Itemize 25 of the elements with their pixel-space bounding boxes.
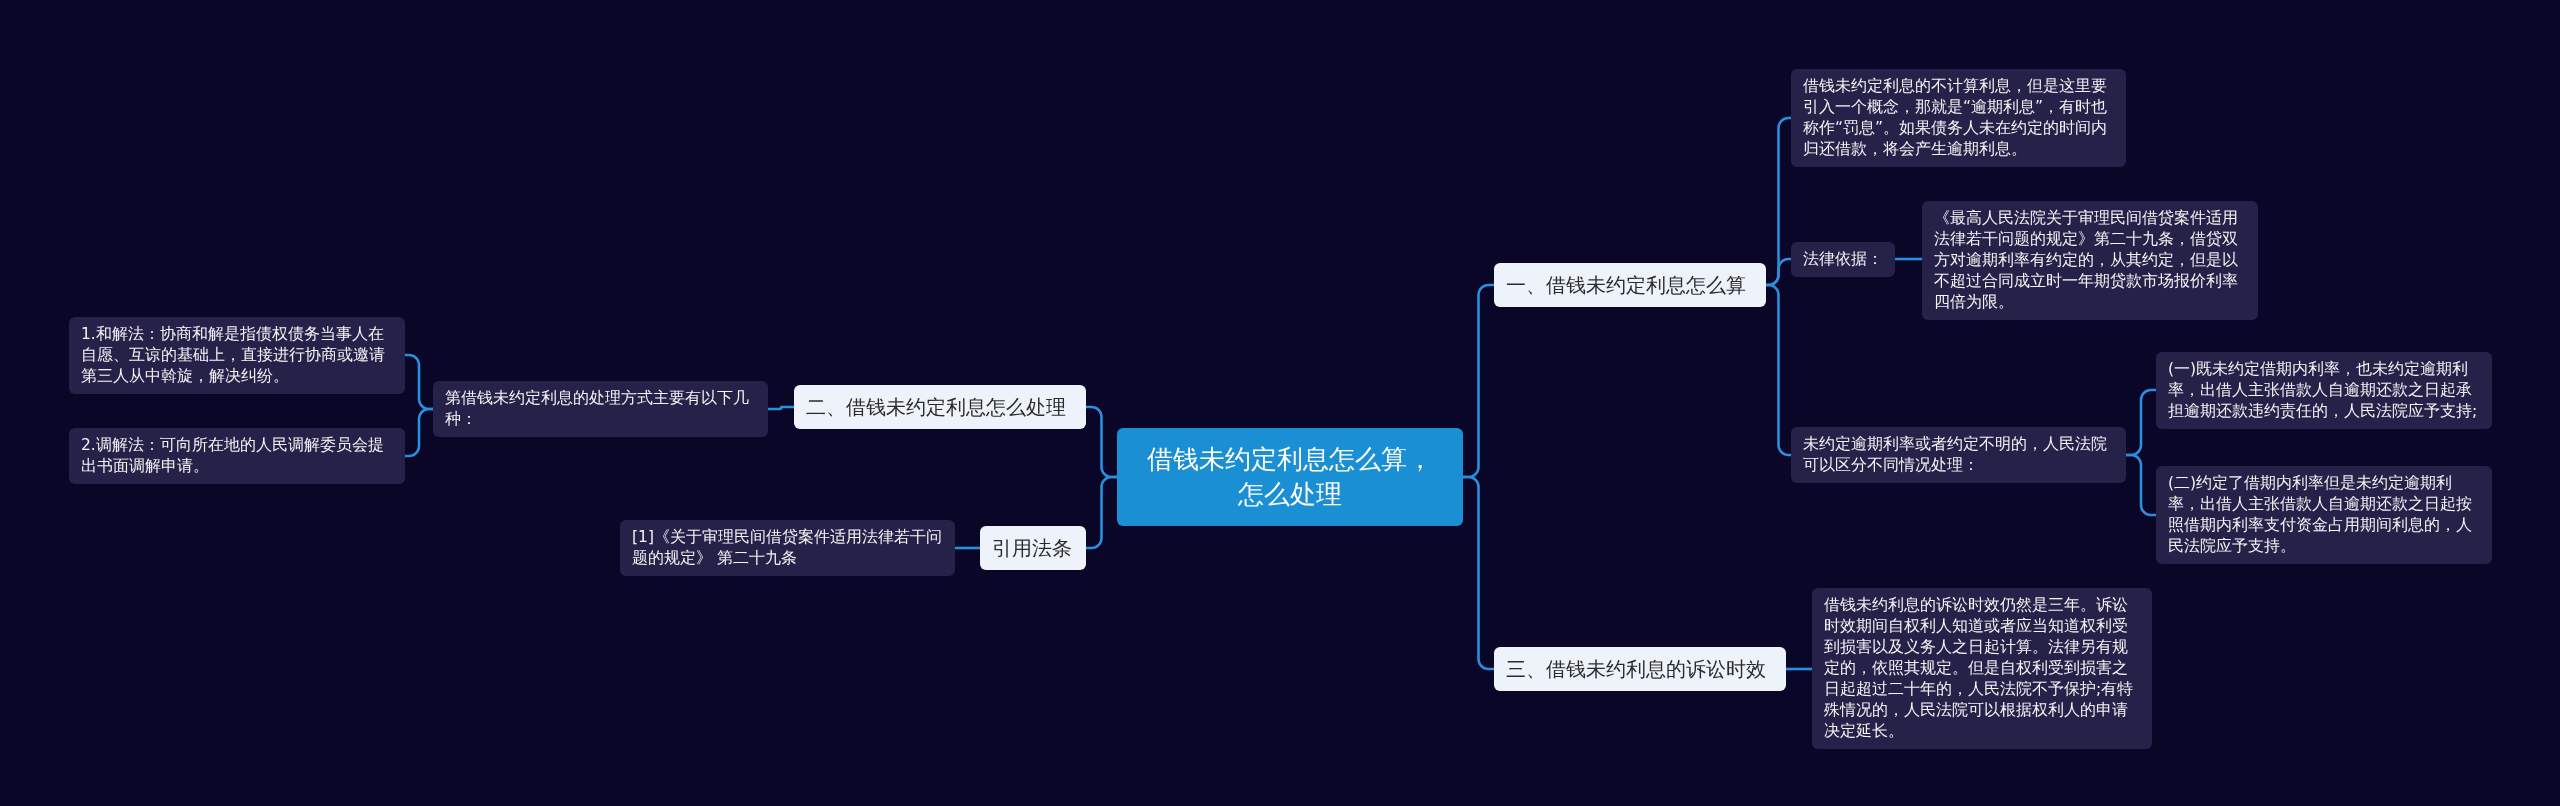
note-card: 法律依据：: [1791, 241, 1895, 277]
note-card: (二)约定了借期内利率但是未约定逾期利率，出借人主张借款人自逾期还款之日起按照借期内利率支付资金占用期间利息的，人民法院应予支持。: [2156, 466, 2492, 564]
note-card: 第借钱未约定利息的处理方式主要有以下几种：: [433, 381, 768, 437]
topic-box: 引用法条: [980, 526, 1086, 570]
note-card: 《最高人民法院关于审理民间借贷案件适用法律若干问题的规定》第二十九条，借贷双方对逾期利率有约定的，从其约定，但是以不超过合同成立时一年期贷款市场报价利率四倍为限。: [1922, 200, 2258, 320]
connector-line: [1766, 283, 1791, 457]
connector-line: [2126, 453, 2156, 517]
note-card: 2.调解法：可向所在地的人民调解委员会提出书面调解申请。: [69, 428, 405, 484]
note-card: 借钱未约利息的诉讼时效仍然是三年。诉讼时效期间自权利人知道或者应当知道权利受到损害以及义务人之日起计算。法律另有规定的，依照其规定。但是自权利受到损害之日起超过二十年的，人民法院不予保护;有特殊情况的，人民法院可以根据权利人的申请决定延长。: [1812, 587, 2152, 749]
topic-box: 一、借钱未约定利息怎么算: [1494, 263, 1766, 307]
connector-line: [1086, 475, 1117, 550]
connector-line: [1463, 475, 1494, 671]
connector-line: [1786, 667, 1812, 671]
central-topic-box: 借钱未约定利息怎么算，怎么处理: [1117, 428, 1463, 526]
note-card: [1]《关于审理民间借贷案件适用法律若干问题的规定》 第二十九条: [620, 520, 955, 576]
connector-line: [768, 405, 794, 411]
connector-line: [1895, 257, 1922, 261]
topic-box: 二、借钱未约定利息怎么处理: [794, 385, 1086, 429]
connector-line: [405, 407, 433, 458]
note-card: 未约定逾期利率或者约定不明的，人民法院可以区分不同情况处理：: [1791, 427, 2126, 483]
note-card: 借钱未约定利息的不计算利息，但是这里要引入一个概念，那就是“逾期利息”，有时也称作“罚息”。如果债务人未在约定的时间内归还借款，将会产生逾期利息。: [1791, 69, 2126, 167]
connector-line: [955, 546, 980, 550]
topic-box: 三、借钱未约利息的诉讼时效: [1494, 647, 1786, 691]
note-card: 1.和解法：协商和解是指债权债务当事人在自愿、互谅的基础上，直接进行协商或邀请第三人从中斡旋，解决纠纷。: [69, 316, 405, 394]
note-card: (一)既未约定借期内利率，也未约定逾期利率，出借人主张借款人自逾期还款之日起承担逾期还款违约责任的，人民法院应予支持;: [2156, 351, 2492, 429]
